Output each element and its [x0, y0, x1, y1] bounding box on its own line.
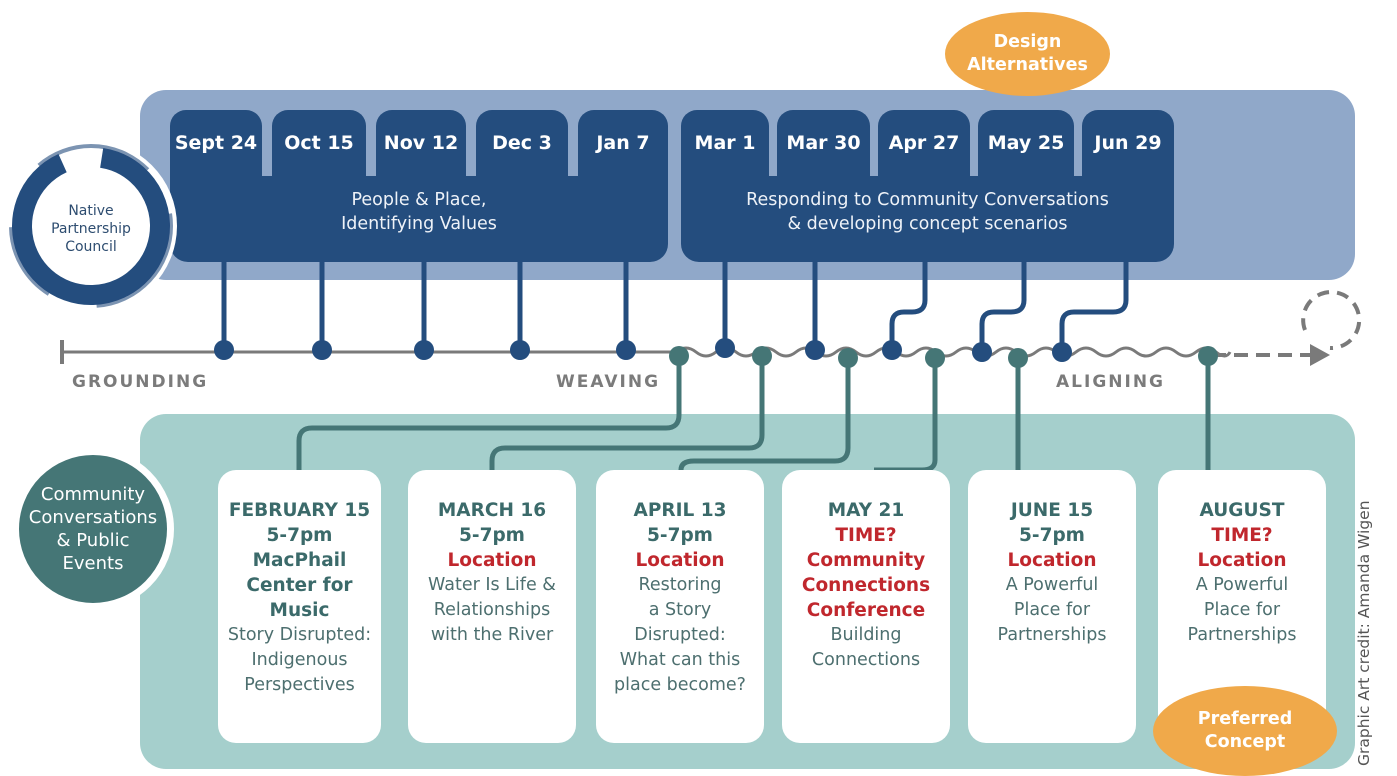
event-card-line: Place for [1013, 600, 1091, 620]
event-card-line: Location [1197, 550, 1287, 571]
event-card-line: Location [635, 550, 725, 571]
event-card-line: place become? [614, 675, 746, 695]
council-label-line: Partnership [51, 221, 131, 237]
event-card-line: Community [806, 550, 926, 571]
preferred-concept-line1: Preferred [1197, 709, 1293, 729]
event-card-line: A Powerful [1195, 575, 1289, 595]
event-card-line: Partnerships [997, 625, 1107, 645]
phase-panel-2-line1: Responding to Community Conversations [746, 190, 1109, 210]
event-card-line: Water Is Life & [428, 575, 556, 595]
community-circle-line: Conversations [28, 507, 158, 528]
community-circle-line: Community [40, 484, 146, 505]
event-card-line: FEBRUARY 15 [228, 500, 371, 521]
event-card-line: Center for [246, 575, 353, 596]
stage-weaving: WEAVING [556, 372, 661, 392]
event-card-line: Story Disrupted: [227, 625, 372, 645]
event-card-line: Place for [1203, 600, 1281, 620]
date-tab-label: Mar 1 [694, 132, 756, 154]
date-tab-label: Mar 30 [786, 132, 861, 154]
date-tab-label: Dec 3 [492, 132, 552, 154]
council-label-line: Council [65, 239, 117, 255]
event-card-line: Disrupted: [634, 625, 726, 645]
preferred-concept-badge: Preferred Concept [1153, 686, 1337, 776]
phase-panel-1-line1: People & Place, [351, 190, 487, 210]
community-circle-line: & Public [56, 530, 130, 551]
event-card-line: Perspectives [244, 675, 355, 695]
date-tab-label: Jan 7 [596, 132, 650, 154]
stage-aligning: ALIGNING [1056, 372, 1166, 392]
event-card-line: Location [447, 550, 537, 571]
timeline-arrow [1310, 344, 1330, 366]
community-circle-line: Events [62, 553, 124, 574]
event-card-line: a Story [648, 600, 712, 620]
timeline-wave [675, 346, 1232, 358]
event-card-line: MARCH 16 [437, 500, 547, 521]
loop-arrow [1301, 290, 1362, 351]
date-tab-label: Jun 29 [1094, 132, 1162, 154]
council-label-line: Native [68, 203, 114, 219]
event-card-line: A Powerful [1005, 575, 1099, 595]
event-card-line: TIME? [1211, 525, 1273, 546]
date-tab-label: Nov 12 [383, 132, 459, 154]
event-card-line: Partnerships [1187, 625, 1297, 645]
phase-panel-1: People & Place, Identifying Values [170, 176, 668, 262]
design-alternatives-line1: Design [993, 32, 1062, 52]
event-card-line: 5-7pm [266, 525, 333, 546]
event-card-line: AUGUST [1199, 500, 1285, 521]
phase-panel-2-line2: & developing concept scenarios [787, 214, 1068, 234]
council-brush-circle [5, 140, 177, 312]
event-card-line: 5-7pm [1019, 525, 1085, 546]
phase-panel-1-line2: Identifying Values [341, 214, 497, 234]
event-card-line: APRIL 13 [633, 500, 727, 521]
event-card-line: Location [1007, 550, 1097, 571]
event-card-line: 5-7pm [647, 525, 713, 546]
date-tab-label: Apr 27 [888, 132, 960, 154]
phase-panel-2: Responding to Community Conversations & … [681, 176, 1174, 262]
event-card-line: with the River [430, 625, 554, 645]
event-card-line: 5-7pm [459, 525, 525, 546]
event-card-line: Indigenous [251, 650, 348, 670]
date-tab-label: May 25 [987, 132, 1065, 154]
event-card-line: Conference [806, 600, 926, 621]
date-tab-label: Sept 24 [174, 132, 258, 154]
event-card-line: Music [269, 600, 330, 621]
event-card-line: TIME? [835, 525, 897, 546]
event-card-line: What can this [619, 650, 741, 670]
community-conversations-circle: Community Conversations & Public Events [12, 448, 174, 610]
design-alternatives-badge: Design Alternatives [945, 12, 1110, 96]
event-card-line: Building [830, 625, 902, 645]
event-card-line: Connections [801, 575, 931, 596]
preferred-concept-line2: Concept [1204, 732, 1286, 752]
stage-grounding: GROUNDING [72, 372, 209, 392]
event-card-line: MAY 21 [827, 500, 905, 521]
council-label: Native Partnership Council [45, 202, 137, 256]
event-card-line: MacPhail [252, 550, 347, 571]
credit-text: Graphic Art credit: Amanda Wigen [1355, 500, 1373, 766]
date-tab-label: Oct 15 [284, 132, 354, 154]
event-card-line: JUNE 15 [1010, 500, 1094, 521]
event-card-line: Restoring [638, 575, 722, 595]
design-alternatives-line2: Alternatives [967, 55, 1088, 75]
event-card-line: Relationships [433, 600, 551, 620]
event-card-line: Connections [811, 650, 921, 670]
